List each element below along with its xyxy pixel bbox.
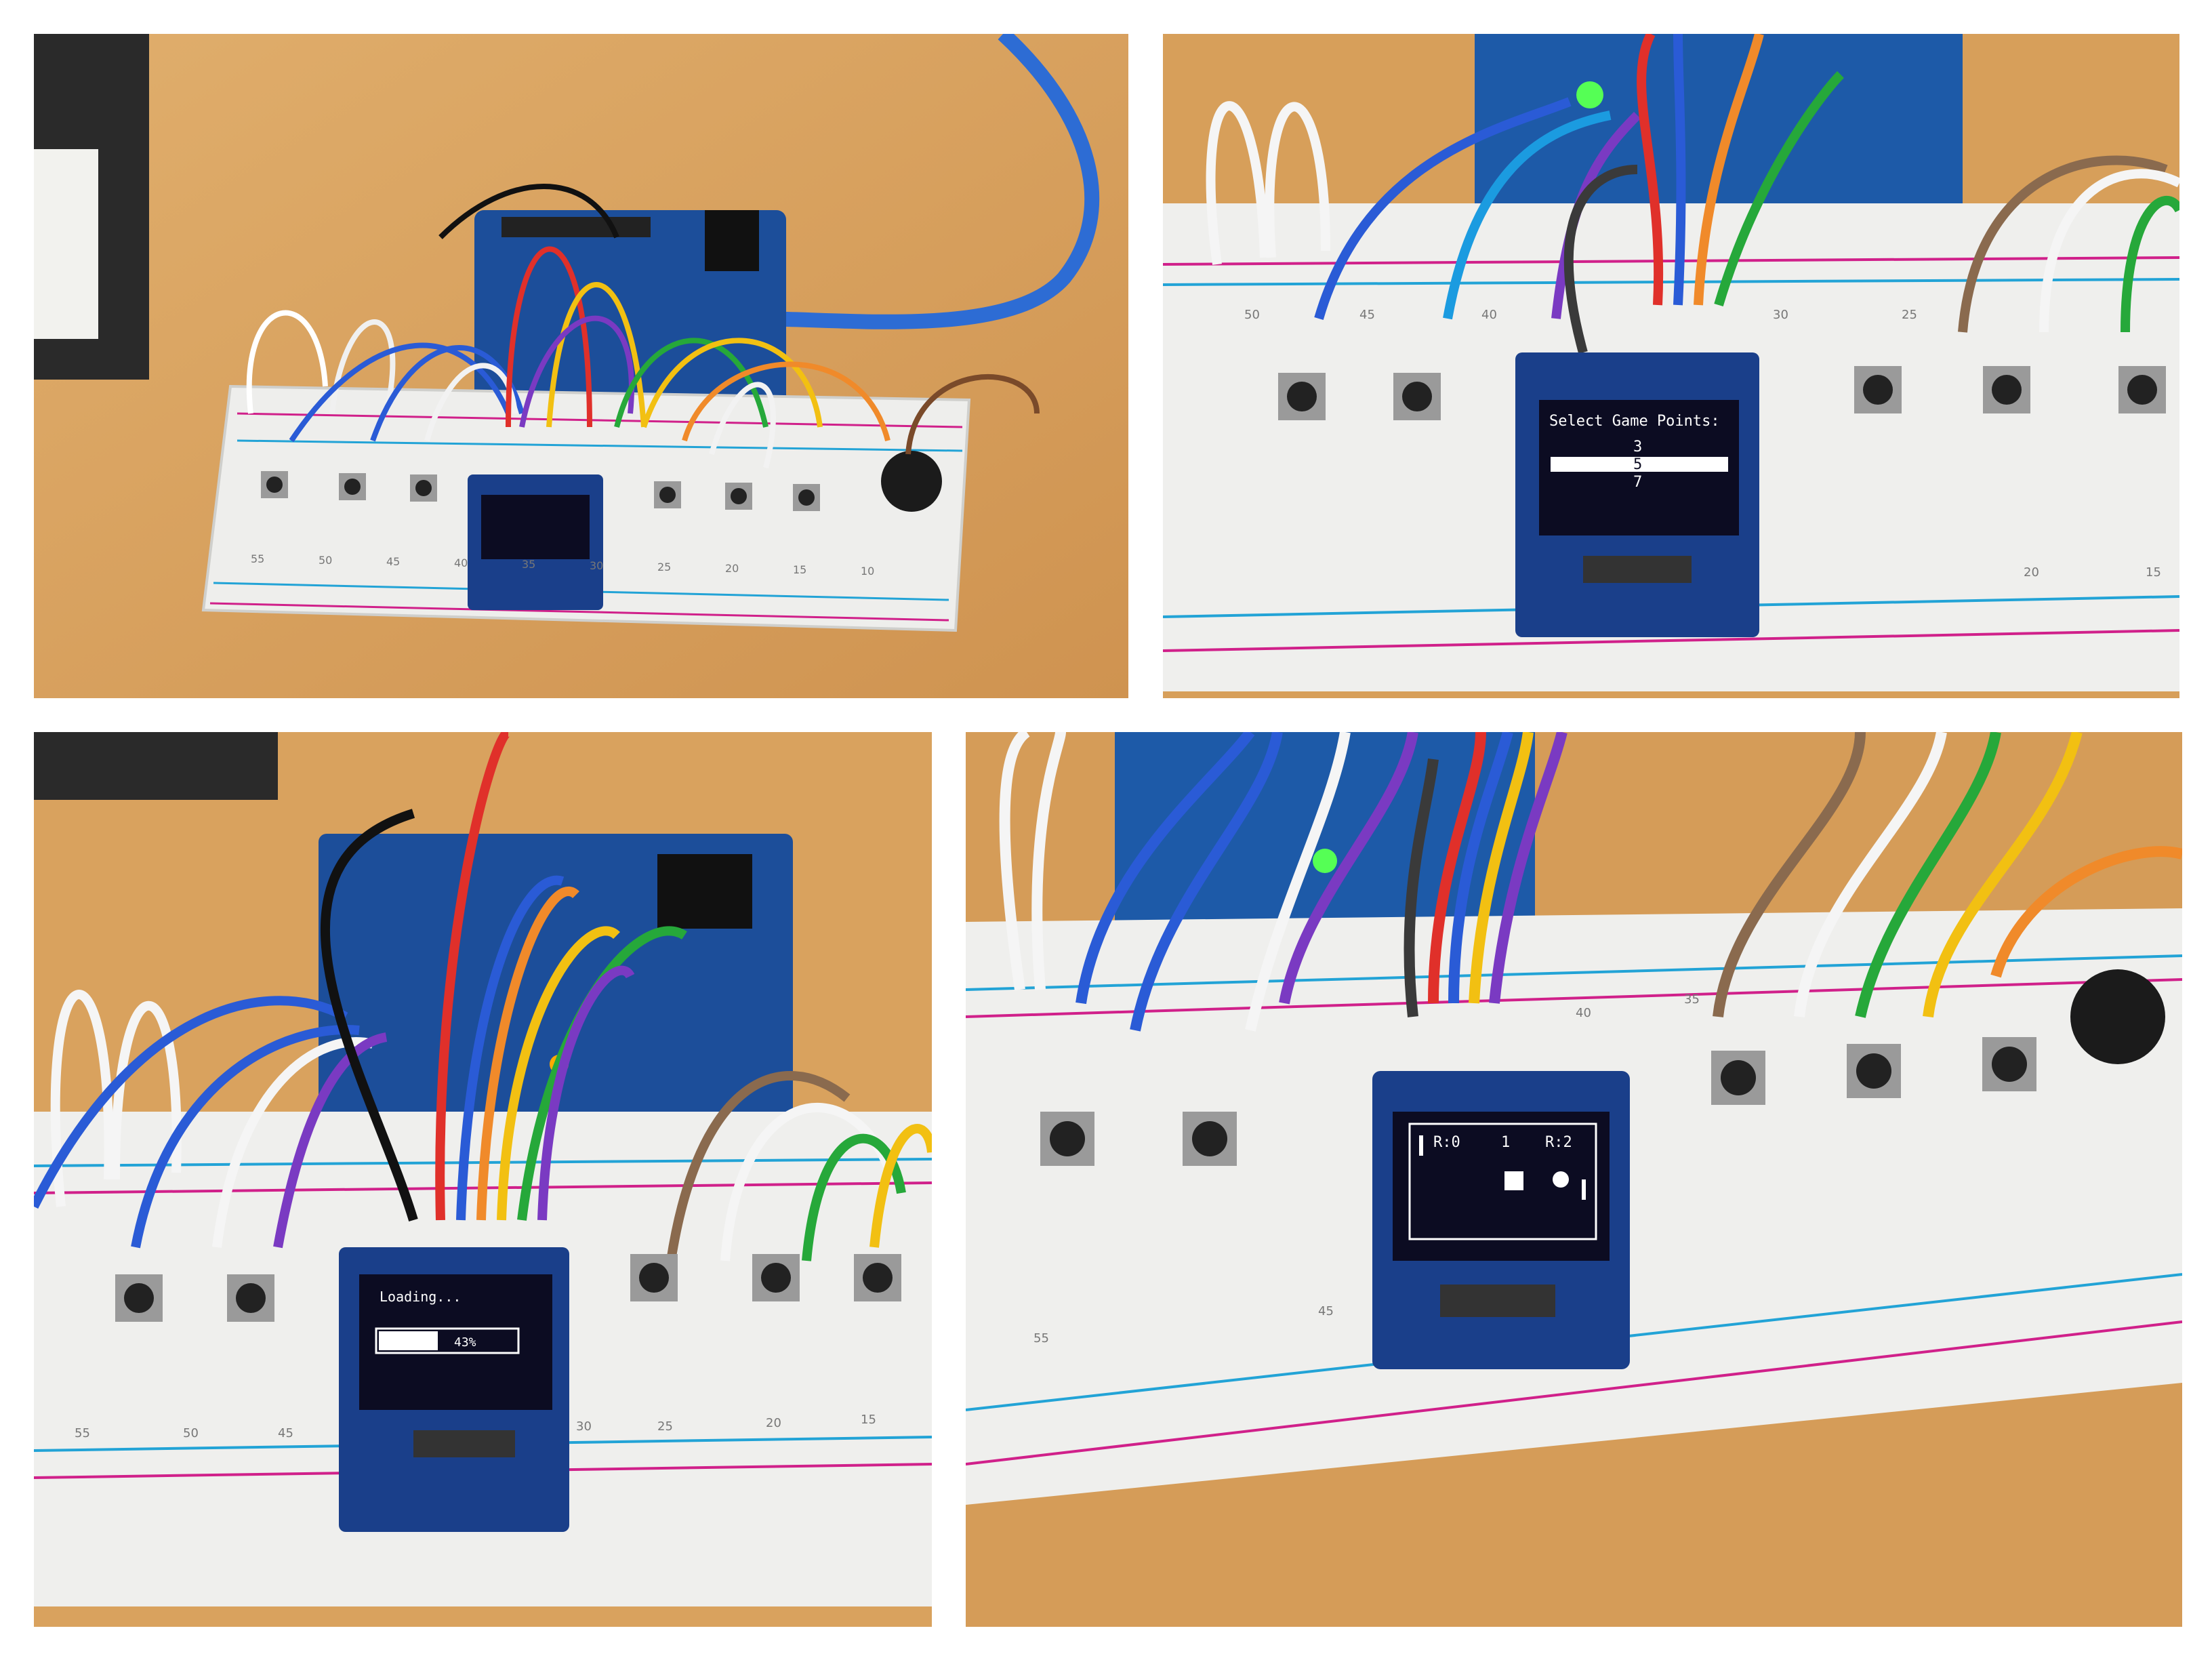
jumper-wires: [999, 732, 2182, 1032]
selection-highlight: [1551, 457, 1728, 472]
bb-label-5: 20: [766, 1416, 781, 1430]
jumper-wires: [1206, 34, 2179, 354]
bb-label-4: 35: [522, 558, 535, 571]
oled-ribbon: [1440, 1285, 1555, 1317]
power-jack: [705, 210, 759, 271]
tablet-card: [34, 149, 98, 339]
oled-ribbon: [413, 1430, 515, 1457]
progress-track: [375, 1327, 520, 1354]
bb-label-6: 25: [657, 561, 671, 573]
oled-module: [468, 474, 603, 610]
buttons: [1278, 366, 2166, 420]
button-row-left: [261, 471, 437, 502]
header-pins: [501, 217, 651, 237]
bb-label-4: 25: [657, 1419, 673, 1434]
middle-mark: 1: [1501, 1134, 1510, 1151]
device-edge: [34, 732, 278, 800]
buttons: [1040, 1037, 2036, 1166]
bb-label-5: 30: [590, 559, 603, 572]
select-option-1: 5: [1633, 456, 1642, 473]
bb-label-2: 40: [1576, 1006, 1591, 1020]
buttons: [115, 1254, 901, 1322]
bb-label-1: 50: [183, 1426, 199, 1440]
select-option-2: 7: [1633, 474, 1642, 491]
select-option-0: 3: [1633, 439, 1642, 456]
overview-photo: 55 50 45 40 35 30 25 20 15 10: [34, 34, 1128, 698]
bb-label-1: 45: [1359, 308, 1375, 322]
bb-label-3: 30: [1773, 308, 1788, 322]
bb-label-3: 35: [1684, 992, 1700, 1007]
panel-select-points: Select Game Points: 3 5 7 50 45 40 30 25…: [1163, 34, 2179, 698]
bb-label-0: 55: [75, 1426, 90, 1440]
bb-label-4: 25: [1902, 308, 1917, 322]
bb-label-1: 50: [319, 554, 332, 567]
game-ball: [1553, 1171, 1569, 1188]
bb-label-2: 45: [386, 555, 400, 568]
bb-label-2: 45: [278, 1426, 293, 1440]
oled-module: Select Game Points: 3 5 7: [1515, 352, 1759, 637]
bb-label-0: 50: [1244, 308, 1260, 322]
loading-text: Loading...: [380, 1289, 461, 1305]
select-title: Select Game Points:: [1549, 413, 1720, 430]
bb-label-1: 45: [1318, 1304, 1334, 1318]
game-court: [1408, 1123, 1597, 1240]
bb-label-2: 40: [1481, 308, 1497, 322]
jumper-wires: [34, 732, 932, 1262]
power-led: [1313, 849, 1337, 873]
progress-fill: [379, 1331, 438, 1350]
bb-label-5: 20: [2024, 565, 2039, 580]
oled-ribbon: [1583, 556, 1692, 583]
panel-overview: 55 50 45 40 35 30 25 20 15 10: [34, 34, 1128, 698]
loading-photo: Loading... 43% 55 50 45 30 25 20 15: [34, 732, 932, 1627]
select-photo: Select Game Points: 3 5 7 50 45 40 30 25…: [1163, 34, 2179, 698]
oled-module: Loading... 43%: [339, 1247, 569, 1532]
power-led: [1576, 81, 1603, 108]
buzzer: [2070, 969, 2165, 1064]
left-score: R:0: [1433, 1134, 1460, 1151]
right-score: R:2: [1545, 1134, 1572, 1151]
progress-label: 43%: [454, 1335, 476, 1350]
game-photo: R:0 1 R:2 55 45 40 35: [966, 732, 2182, 1627]
oled-screen: [1393, 1112, 1610, 1261]
bb-label-6: 15: [861, 1413, 876, 1427]
panel-loading: Loading... 43% 55 50 45 30 25 20 15: [34, 732, 932, 1627]
panel-game: R:0 1 R:2 55 45 40 35: [966, 732, 2182, 1627]
bb-label-7: 20: [725, 562, 739, 575]
jumper-wires: [246, 184, 890, 468]
button-row-right: [654, 481, 820, 511]
oled-module: R:0 1 R:2: [1372, 1071, 1630, 1369]
bb-label-3: 30: [576, 1419, 592, 1434]
bb-label-6: 15: [2146, 565, 2161, 580]
bb-label-3: 40: [454, 557, 468, 569]
power-jack: [657, 854, 752, 929]
bb-label-0: 55: [1033, 1331, 1049, 1346]
bb-label-8: 15: [793, 563, 806, 576]
bb-label-0: 55: [251, 552, 264, 565]
usb-cable: [752, 34, 1100, 329]
buzzer: [881, 451, 942, 512]
bb-label-9: 10: [861, 565, 874, 578]
game-block: [1504, 1171, 1523, 1190]
